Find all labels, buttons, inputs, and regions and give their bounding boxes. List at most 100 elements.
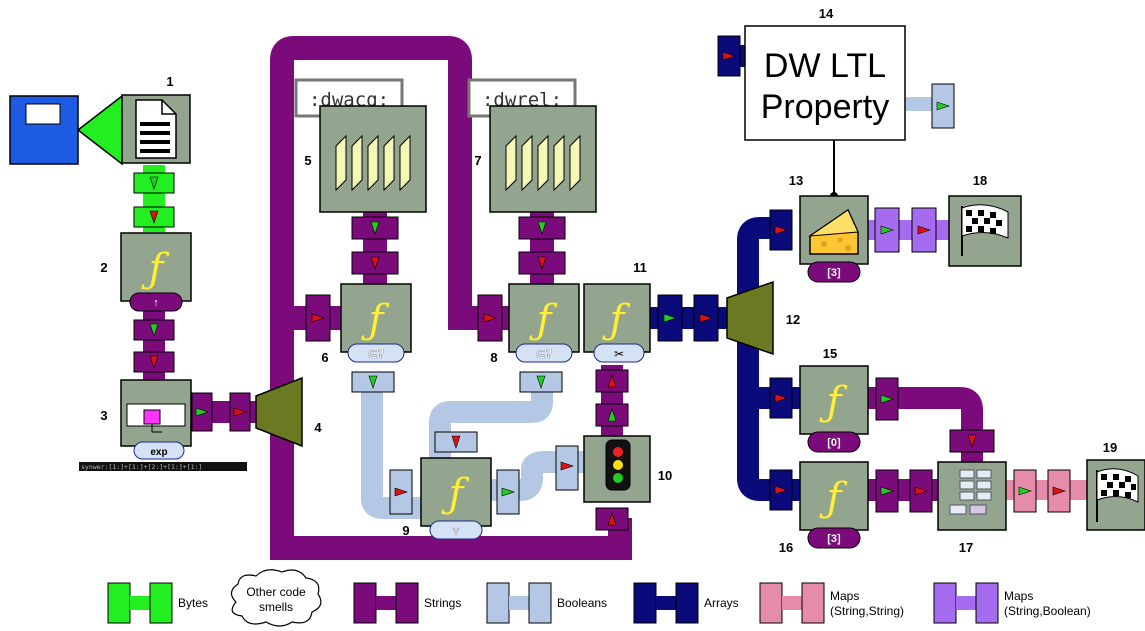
connector-bool-10in bbox=[556, 446, 578, 490]
label-3: 3 bbox=[100, 408, 107, 423]
label-17: 17 bbox=[959, 540, 973, 555]
badge-up: ↑ bbox=[153, 297, 159, 309]
label-4: 4 bbox=[314, 420, 322, 435]
connector-arr-11a bbox=[658, 295, 682, 341]
connector-str-17top bbox=[950, 430, 994, 452]
legend-maps-string-string: Maps (String,String) bbox=[760, 583, 904, 623]
label-7: 7 bbox=[474, 153, 481, 168]
connector-bool-9right bbox=[497, 470, 519, 514]
connector-arr-16in bbox=[770, 470, 792, 510]
node-14-ltl-property: DW LTL Property bbox=[745, 26, 905, 140]
label-16: 16 bbox=[779, 540, 793, 555]
node-4-fork bbox=[256, 378, 302, 446]
legend-maps-sb-line1: Maps bbox=[1004, 589, 1033, 603]
legend-smells-line1: Other code bbox=[246, 585, 306, 599]
badge-15: [0] bbox=[827, 437, 841, 449]
node-18-flag bbox=[949, 196, 1021, 266]
legend-maps-sb-line2: (String,Boolean) bbox=[1004, 604, 1091, 618]
connector-str-11a bbox=[596, 370, 628, 392]
connector-str-16a bbox=[876, 470, 898, 512]
connector-map-ss-a bbox=[1014, 470, 1036, 512]
node-6-function: ƒ ⊆? bbox=[341, 284, 411, 362]
connector-str-5a bbox=[352, 217, 398, 239]
connector-map-sb-b bbox=[912, 208, 936, 252]
connector-bool-14out bbox=[932, 84, 954, 128]
label-19: 19 bbox=[1103, 440, 1117, 455]
arrays-pipe-fanout bbox=[748, 228, 800, 490]
badge-exp: exp bbox=[150, 447, 167, 458]
legend-booleans-label: Booleans bbox=[557, 596, 607, 610]
legend-maps-ss-line1: Maps bbox=[830, 589, 859, 603]
label-1: 1 bbox=[166, 74, 173, 89]
connector-str-16b bbox=[910, 470, 932, 512]
connector-arr-14in bbox=[718, 36, 740, 76]
connector-bytes-1 bbox=[134, 173, 174, 193]
connector-str-2b bbox=[134, 352, 174, 372]
legend: Bytes Other code smells Strings Booleans bbox=[108, 570, 1091, 626]
node-1-file bbox=[122, 95, 190, 163]
node-13-cheese: [3] bbox=[800, 196, 868, 282]
legend-arrays: Arrays bbox=[634, 583, 739, 623]
legend-strings-label: Strings bbox=[424, 596, 461, 610]
label-9: 9 bbox=[402, 523, 409, 538]
legend-strings: Strings bbox=[354, 583, 461, 623]
legend-smells-line2: smells bbox=[259, 600, 293, 614]
connector-str-7a bbox=[519, 217, 565, 239]
connector-map-ss-b bbox=[1048, 470, 1070, 512]
legend-arrays-label: Arrays bbox=[704, 596, 739, 610]
connector-arr-13in bbox=[770, 210, 792, 250]
node-12-fork bbox=[727, 282, 773, 354]
connector-map-sb-a bbox=[875, 208, 899, 252]
connector-bool-9top bbox=[435, 432, 477, 452]
label-10: 10 bbox=[658, 468, 672, 483]
connector-str-2a bbox=[134, 320, 174, 340]
connector-arr-15in bbox=[770, 378, 792, 418]
connector-str-8in bbox=[478, 295, 502, 341]
connector-bool-9left bbox=[390, 470, 412, 514]
node-9-function: ƒ ∨ bbox=[421, 458, 491, 539]
node-11-function: ƒ ✂ bbox=[584, 284, 650, 362]
node-15-function: ƒ [0] bbox=[800, 366, 868, 452]
code-strip: synwer:[1:]+[1:]+[2:]+[1:]+[1:] bbox=[81, 463, 202, 471]
badge-13: [3] bbox=[827, 267, 841, 279]
node-16-function: ƒ [3] bbox=[800, 462, 868, 548]
connector-str-5b bbox=[352, 252, 398, 274]
connector-str-7b bbox=[519, 252, 565, 274]
connector-bytes-2 bbox=[134, 207, 174, 227]
connector-str-15out bbox=[876, 378, 898, 420]
label-14: 14 bbox=[819, 6, 834, 21]
badge-subset-6: ⊆? bbox=[367, 347, 384, 361]
label-13: 13 bbox=[789, 173, 803, 188]
label-18: 18 bbox=[973, 173, 987, 188]
label-6: 6 bbox=[321, 350, 328, 365]
source-disk-icon bbox=[10, 96, 122, 164]
badge-16: [3] bbox=[827, 533, 841, 545]
node-19-flag bbox=[1087, 460, 1145, 530]
node-17-table bbox=[938, 462, 1006, 530]
legend-bytes: Bytes bbox=[108, 583, 208, 623]
connector-arr-11b bbox=[694, 295, 718, 341]
legend-smells: Other code smells bbox=[231, 570, 320, 626]
badge-subset-8: ⊆? bbox=[535, 347, 552, 361]
node-5-collection bbox=[320, 106, 426, 212]
connector-str-11b bbox=[596, 404, 628, 426]
legend-maps-string-boolean: Maps (String,Boolean) bbox=[934, 583, 1091, 623]
label-15: 15 bbox=[823, 346, 837, 361]
ltl-line1: DW LTL bbox=[764, 47, 886, 85]
label-11: 11 bbox=[633, 260, 647, 275]
label-2: 2 bbox=[100, 260, 107, 275]
label-8: 8 bbox=[490, 350, 497, 365]
node-8-function: ƒ ⊆? bbox=[509, 284, 579, 362]
connector-str-3a bbox=[192, 393, 212, 431]
node-2-function: ƒ ↑ bbox=[121, 233, 191, 311]
connector-bool-6out bbox=[352, 372, 394, 392]
badge-split: ✂ bbox=[614, 347, 624, 361]
connector-bool-8out bbox=[520, 372, 562, 392]
node-10-traffic-light bbox=[584, 436, 650, 502]
badge-or: ∨ bbox=[452, 524, 461, 538]
connector-str-6in bbox=[306, 295, 330, 341]
legend-booleans: Booleans bbox=[487, 583, 607, 623]
node-3-regex: exp synwer:[1:]+[1:]+[2:]+[1:]+[1:] bbox=[79, 380, 247, 471]
label-5: 5 bbox=[304, 153, 311, 168]
